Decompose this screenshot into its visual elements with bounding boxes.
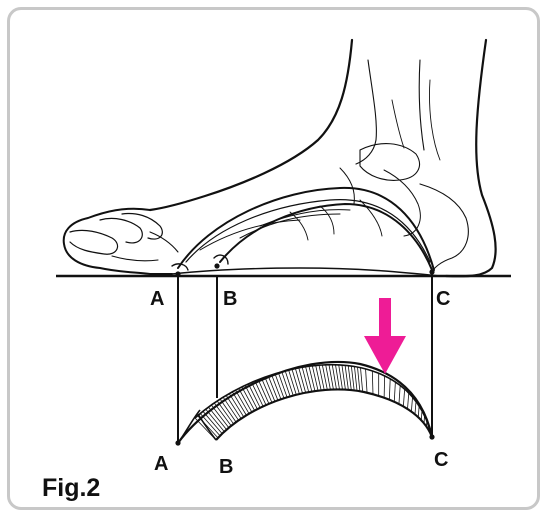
hatch-line — [415, 401, 416, 414]
hatch-line — [354, 367, 357, 391]
hatch-line — [351, 366, 354, 390]
hatch-line — [366, 369, 368, 393]
hatch-line — [236, 390, 250, 414]
hatch-line — [302, 367, 309, 392]
hatch-line — [418, 406, 419, 417]
hatch-line — [285, 371, 293, 396]
hatch-line — [229, 394, 243, 417]
hatch-line — [299, 368, 306, 393]
label-a-top: A — [150, 289, 164, 309]
hatch-line — [357, 367, 359, 391]
hatch-line — [195, 418, 216, 440]
hatch-line — [239, 388, 252, 412]
hatch-line — [306, 367, 312, 392]
hatch-line — [348, 366, 351, 390]
label-c-bottom: C — [434, 450, 448, 470]
hatch-line — [198, 416, 218, 438]
label-b-bottom: B — [219, 457, 233, 477]
hatch-line — [411, 397, 412, 412]
hatch-line — [278, 373, 287, 398]
point-a-top — [175, 271, 180, 276]
figure-label: Fig.2 — [42, 476, 100, 501]
point-c-top — [429, 269, 434, 274]
hatch-line — [345, 365, 348, 390]
hatch-line — [389, 379, 390, 400]
hatch-line — [316, 366, 321, 391]
hatch-line — [384, 376, 385, 398]
hatch-line — [289, 370, 297, 395]
hatch-line — [408, 393, 409, 409]
hatch-line — [372, 371, 373, 394]
leg-back-outline — [446, 40, 496, 276]
hatch-line — [361, 368, 363, 392]
hatch-line — [309, 366, 315, 391]
hatch-line — [226, 395, 241, 418]
hatch-line — [421, 411, 422, 421]
hatch-line — [220, 399, 236, 422]
hatch-line — [223, 397, 238, 420]
pressure-arrow — [364, 298, 406, 374]
label-c-top: C — [436, 289, 450, 309]
hatch-line — [342, 365, 345, 390]
hatch-line — [242, 387, 255, 411]
label-b-top: B — [223, 289, 237, 309]
label-a-bottom: A — [154, 454, 168, 474]
hatch-line — [295, 369, 302, 394]
hatch-line — [312, 366, 318, 391]
hatch-line — [292, 369, 299, 394]
hatch-line — [232, 392, 246, 415]
hatch-line — [403, 389, 404, 406]
point-b-top — [214, 263, 219, 268]
hatch-line — [394, 382, 395, 402]
leg-front-outline — [150, 40, 352, 210]
hatch-line — [282, 372, 290, 397]
hatch-line — [399, 385, 400, 404]
arch-curve-outer — [178, 188, 434, 270]
